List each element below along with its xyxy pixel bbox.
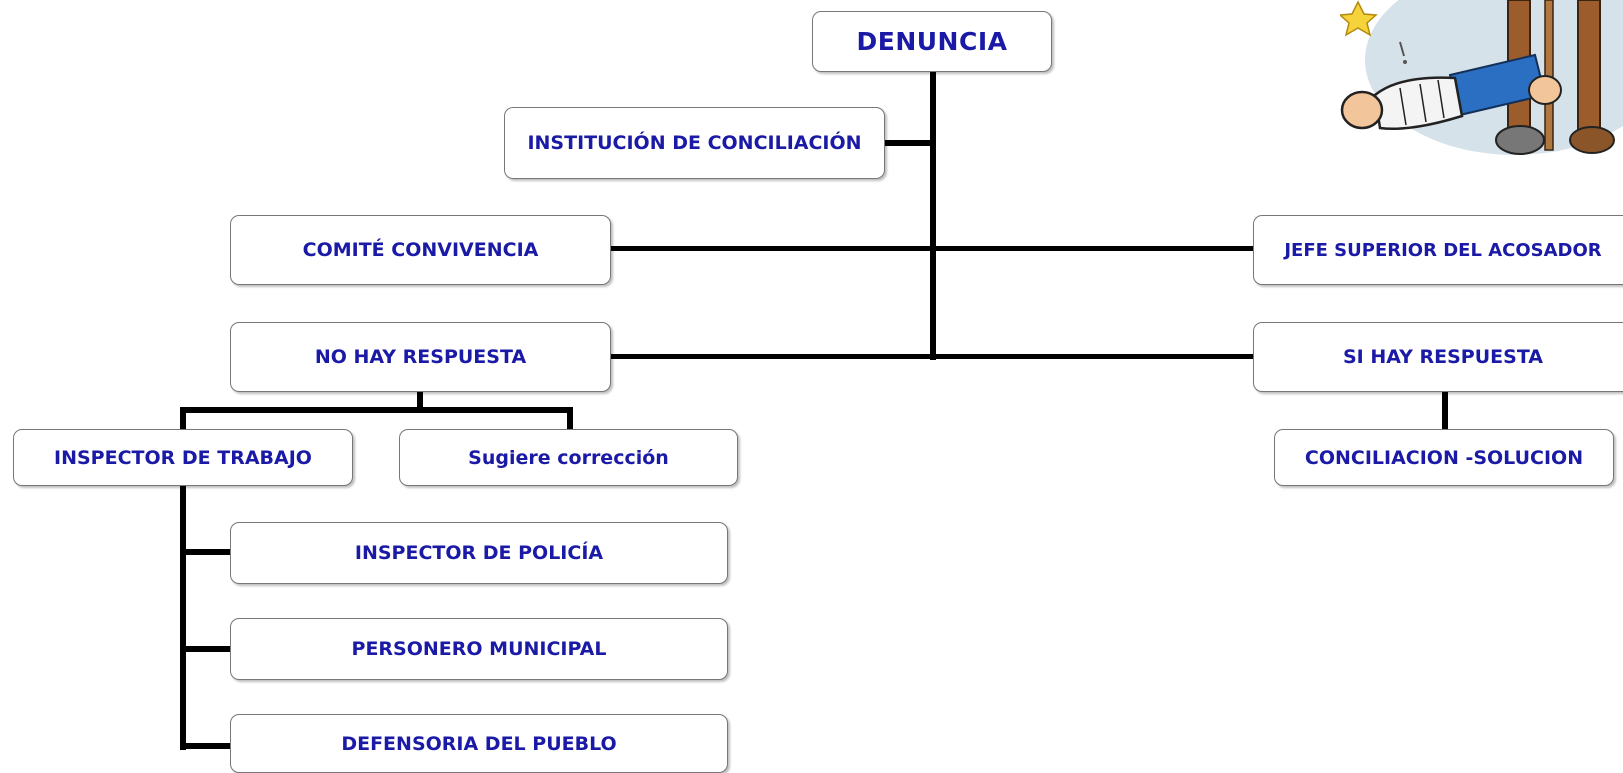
connector-institucion — [884, 140, 936, 146]
node-denuncia: DENUNCIA — [812, 11, 1052, 72]
node-conciliacion-solucion: CONCILIACION -SOLUCION — [1274, 429, 1614, 486]
node-inspector-policia: INSPECTOR DE POLICÍA — [230, 522, 728, 584]
cartoon-shoe-right — [1569, 126, 1615, 154]
star-icon — [1340, 0, 1378, 37]
connector-inspector-trabajo-drop — [180, 407, 186, 429]
connector-no-respuesta-bar — [180, 407, 573, 413]
node-defensoria-pueblo: DEFENSORIA DEL PUEBLO — [230, 714, 728, 773]
connector-policia — [180, 549, 233, 555]
node-comite-convivencia: COMITÉ CONVIVENCIA — [230, 215, 611, 285]
node-personero-municipal: PERSONERO MUNICIPAL — [230, 618, 728, 680]
cartoon-hand-right — [1528, 75, 1562, 105]
connector-si-respuesta-stem — [1442, 390, 1448, 430]
connector-respuestas — [609, 354, 1254, 359]
connector-defensoria — [180, 743, 233, 749]
connector-no-respuesta-stem — [417, 390, 423, 410]
node-jefe-superior: JEFE SUPERIOR DEL ACOSADOR — [1253, 215, 1623, 285]
node-sugiere-correccion: Sugiere corrección — [399, 429, 738, 486]
node-si-hay-respuesta: SI HAY RESPUESTA — [1253, 322, 1623, 392]
node-no-hay-respuesta: NO HAY RESPUESTA — [230, 322, 611, 392]
node-inspector-trabajo: INSPECTOR DE TRABAJO — [13, 429, 353, 486]
cartoon-shoe-left — [1495, 125, 1545, 155]
node-institucion-conciliacion: INSTITUCIÓN DE CONCILIACIÓN — [504, 107, 885, 179]
connector-root-trunk — [930, 70, 936, 360]
cartoon-illustration — [1340, 0, 1623, 155]
cartoon-hand — [1340, 90, 1384, 130]
exclamation-mark — [1399, 41, 1405, 57]
cartoon-crutch — [1544, 0, 1554, 151]
connector-personero — [180, 646, 233, 652]
connector-inspector-trunk — [180, 484, 186, 750]
cartoon-leg-right — [1577, 0, 1601, 131]
connector-sugiere-drop — [567, 407, 573, 429]
connector-comite-jefe — [609, 246, 1254, 251]
